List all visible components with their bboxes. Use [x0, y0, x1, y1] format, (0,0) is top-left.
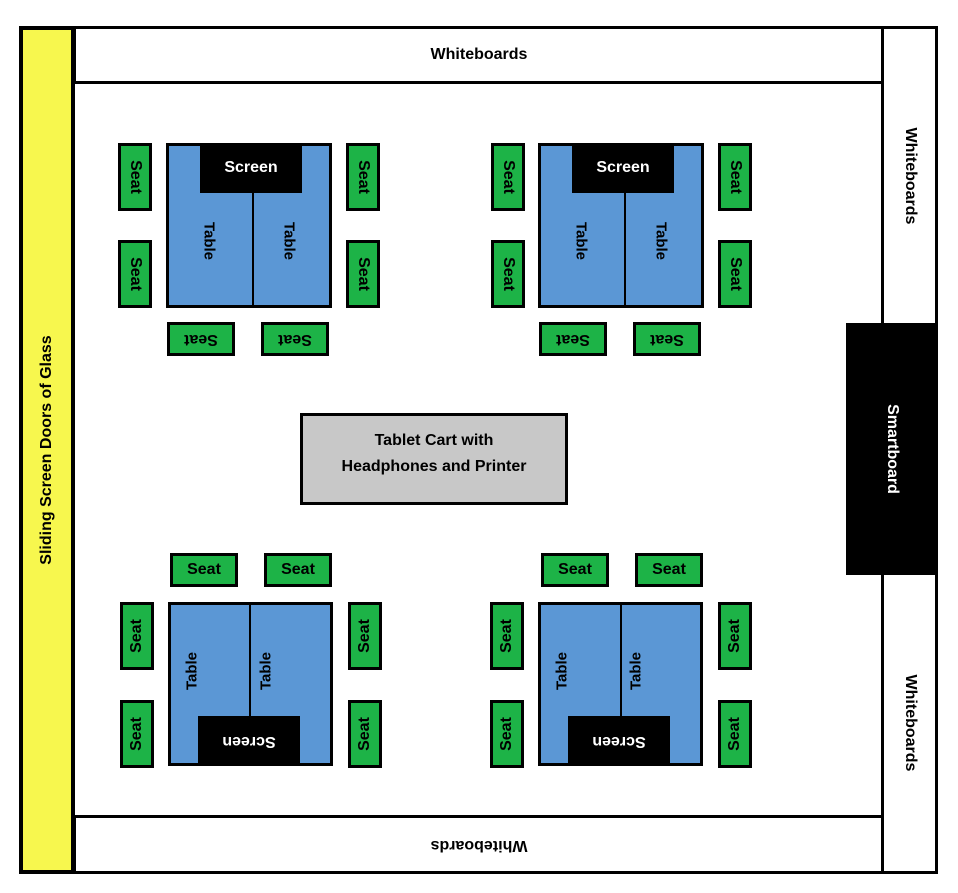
table-label: Table [257, 652, 275, 691]
table-label: Table [553, 652, 571, 691]
table-divider [249, 605, 251, 763]
seat-label: Seat [500, 160, 517, 194]
seat: Seat [541, 553, 609, 587]
seat: Seat [348, 602, 382, 670]
screen-top-left: Screen [200, 143, 302, 193]
smartboard-label: Smartboard [884, 404, 901, 494]
seat: Seat [539, 322, 607, 356]
seat: Seat [491, 240, 525, 308]
seat-label: Seat [500, 257, 517, 291]
whiteboard-right-top: Whiteboards [881, 26, 938, 326]
seat-label: Seat [127, 160, 144, 194]
seat: Seat [120, 700, 154, 768]
seat-label: Seat [355, 160, 372, 194]
seat-label: Seat [727, 257, 744, 291]
seat-label: Seat [356, 619, 373, 653]
seat: Seat [718, 143, 752, 211]
seat-label: Seat [128, 619, 145, 653]
seat: Seat [167, 322, 235, 356]
seat-label: Seat [556, 331, 590, 348]
seat-label: Seat [558, 561, 592, 578]
seat: Seat [346, 240, 380, 308]
seat: Seat [264, 553, 332, 587]
seat: Seat [718, 602, 752, 670]
whiteboard-right-bottom-label: Whiteboards [901, 674, 919, 772]
seat-label: Seat [128, 717, 145, 751]
table-divider [620, 605, 622, 763]
table-divider [252, 146, 254, 305]
whiteboard-top: Whiteboards [73, 26, 885, 84]
table-label: Table [652, 222, 670, 261]
seat-label: Seat [355, 257, 372, 291]
table-label: Table [183, 652, 201, 691]
seat: Seat [490, 602, 524, 670]
seat-label: Seat [184, 331, 218, 348]
seat: Seat [491, 143, 525, 211]
whiteboard-right-bottom: Whiteboards [881, 572, 938, 874]
seat: Seat [490, 700, 524, 768]
seat-label: Seat [652, 561, 686, 578]
whiteboard-top-label: Whiteboards [430, 46, 528, 63]
smartboard: Smartboard [846, 323, 938, 575]
seat-label: Seat [650, 331, 684, 348]
screen-label: Screen [592, 733, 646, 750]
seat: Seat [635, 553, 703, 587]
screen-bottom-left: Screen [198, 716, 300, 766]
whiteboard-right-top-label: Whiteboards [901, 127, 919, 225]
sliding-doors-label: Sliding Screen Doors of Glass [38, 335, 55, 565]
seat: Seat [633, 322, 701, 356]
seat-label: Seat [498, 619, 515, 653]
seat-label: Seat [727, 160, 744, 194]
tablet-cart-line1: Tablet Cart with [374, 432, 494, 449]
seat-label: Seat [498, 717, 515, 751]
seat: Seat [346, 143, 380, 211]
table-divider [624, 146, 626, 305]
seat: Seat [261, 322, 329, 356]
sliding-doors: Sliding Screen Doors of Glass [19, 26, 75, 874]
seat: Seat [718, 240, 752, 308]
table-label: Table [280, 222, 298, 261]
seat: Seat [118, 240, 152, 308]
screen-label: Screen [222, 733, 276, 750]
seat-label: Seat [127, 257, 144, 291]
seat: Seat [170, 553, 238, 587]
screen-top-right: Screen [572, 143, 674, 193]
table-label: Table [627, 652, 645, 691]
seat-label: Seat [187, 561, 221, 578]
seat: Seat [718, 700, 752, 768]
tablet-cart-line2: Headphones and Printer [341, 458, 527, 475]
seat: Seat [118, 143, 152, 211]
table-label: Table [572, 222, 590, 261]
seat-label: Seat [726, 717, 743, 751]
whiteboard-bottom: Whiteboards [73, 815, 885, 874]
seat-label: Seat [281, 561, 315, 578]
screen-bottom-right: Screen [568, 716, 670, 766]
seat: Seat [348, 700, 382, 768]
seat-label: Seat [278, 331, 312, 348]
screen-label: Screen [596, 159, 650, 176]
seat-label: Seat [726, 619, 743, 653]
seat: Seat [120, 602, 154, 670]
tablet-cart: Tablet Cart with Headphones and Printer [300, 413, 568, 505]
screen-label: Screen [224, 159, 278, 176]
table-label: Table [200, 222, 218, 261]
whiteboard-bottom-label: Whiteboards [430, 836, 528, 854]
seat-label: Seat [356, 717, 373, 751]
